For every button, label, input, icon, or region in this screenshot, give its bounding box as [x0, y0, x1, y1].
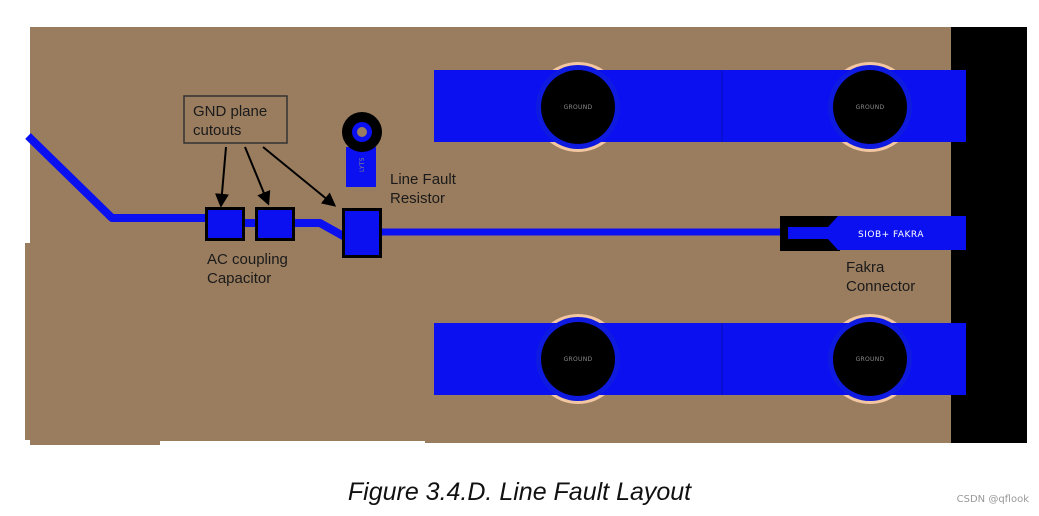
line-fault-resistor-label-line1: Line Fault — [390, 171, 457, 188]
fakra-connector-label-line2: Connector — [846, 278, 915, 295]
callout-arrow — [262, 146, 337, 207]
gnd-cutouts-callout-box — [183, 95, 288, 144]
fakra-connector-label-line1: Fakra — [846, 259, 885, 276]
ground-pad-label: GROUND — [564, 104, 593, 111]
capacitor-pad — [258, 210, 292, 238]
line-fault-resistor-label-line2: Resistor — [390, 190, 445, 207]
ground-pad-label: GROUND — [856, 356, 885, 363]
resistor-via-hole — [357, 127, 367, 137]
ground-pad — [541, 70, 615, 144]
ground-pad — [833, 322, 907, 396]
resistor-body — [346, 147, 376, 187]
upper-ground-plane: GROUND GROUND — [434, 62, 966, 152]
figure-caption: Figure 3.4.D. Line Fault Layout — [347, 478, 692, 506]
resistor-pad — [345, 211, 379, 255]
connector-trace-label: SIOB+ FAKRA — [858, 230, 924, 240]
gnd-cutouts-label-line2: cutouts — [193, 122, 241, 139]
ground-pad — [541, 322, 615, 396]
line-fault-resistor: LYT5 — [342, 112, 382, 187]
lower-ground-plane: GROUND GROUND — [434, 314, 966, 404]
resistor-part-label: LYT5 — [359, 157, 366, 172]
connector-copper — [788, 216, 966, 250]
ac-coupling-capacitor-label-line2: Capacitor — [207, 270, 271, 287]
signal-trace — [290, 219, 347, 241]
ground-pad — [833, 70, 907, 144]
fakra-connector-pad: SIOB+ FAKRA — [780, 216, 966, 251]
signal-trace — [25, 133, 210, 222]
capacitor-pad — [208, 210, 242, 238]
ac-coupling-capacitor-label-line1: AC coupling — [207, 251, 288, 268]
callout-arrow — [244, 146, 271, 206]
ground-pad-label: GROUND — [856, 104, 885, 111]
callout-arrow — [214, 146, 229, 208]
watermark-credit: CSDN @qflook — [956, 494, 1029, 505]
ground-pad-label: GROUND — [564, 356, 593, 363]
gnd-cutouts-label-line1: GND plane — [193, 103, 267, 120]
